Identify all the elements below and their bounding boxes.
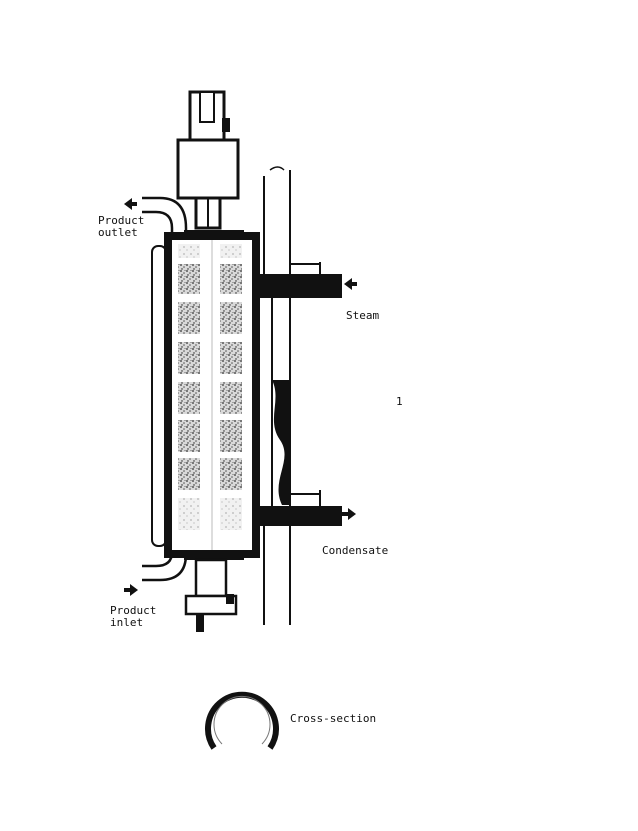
stray-mark: 1: [396, 395, 403, 408]
steam-pipe: [244, 262, 342, 298]
cross-section-label: Cross-section: [290, 712, 377, 725]
arrow-left-icon: [344, 278, 357, 290]
cross-section-circle: [205, 691, 279, 750]
steam-label: Steam: [346, 309, 380, 322]
product-inlet-line1: Product: [110, 604, 157, 617]
product-outlet-label: Product outlet: [98, 215, 144, 239]
product-outlet-line2: outlet: [98, 226, 138, 239]
arrow-right-icon: [124, 584, 138, 596]
product-outlet-pipe: [142, 196, 188, 240]
product-inlet-line2: inlet: [110, 616, 144, 629]
arrow-right-icon: [342, 508, 356, 520]
condensate-pipe: [250, 490, 342, 526]
condensate-label: Condensate: [322, 544, 389, 557]
bottom-shaft: [184, 558, 238, 632]
bypass-tube: [151, 245, 167, 547]
top-shaft: [176, 90, 240, 230]
arrow-left-icon: [124, 198, 137, 210]
product-inlet-label: Product inlet: [110, 605, 156, 629]
product-outlet-line1: Product: [98, 214, 145, 227]
packing-blocks: [178, 244, 242, 530]
steam-jacket: [257, 166, 291, 625]
